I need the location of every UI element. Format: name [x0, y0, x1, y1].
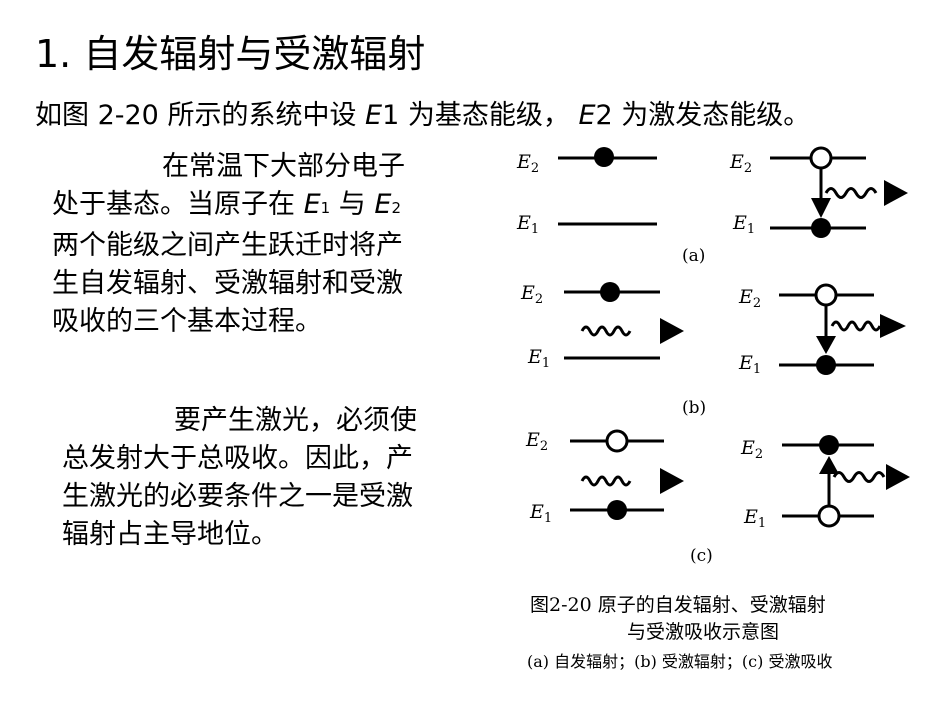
arrow-head-a-down [811, 198, 831, 218]
atom-filled-e1-a-right [811, 218, 831, 238]
photon-wave-a [824, 187, 878, 199]
photon-arrow-head-a [884, 180, 908, 206]
label-e2-c-right: E2 [740, 437, 763, 462]
para1-line2: 处于基态。当原子在 E1 与 E2 [52, 186, 472, 227]
label-e2-b-left: E2 [520, 282, 543, 307]
atom-filled-e1-b-right [816, 355, 836, 375]
atom-filled-e2-b-left [600, 282, 620, 302]
paragraph-laser-condition: 要产生激光，必须使 总发射大于总吸收。因此，产 生激光的必要条件之一是受激 辐射… [62, 402, 482, 554]
intro-e2-num: 2 [595, 100, 613, 131]
arrow-head-b-down [816, 336, 836, 354]
paragraph-processes: 在常温下大部分电子 处于基态。当原子在 E1 与 E2 两个能级之间产生跃迁时将… [52, 148, 472, 341]
atom-filled-e2-a-left [594, 147, 614, 167]
label-e2-c-left: E2 [525, 429, 548, 454]
para1-line1: 在常温下大部分电子 [162, 151, 405, 182]
atom-empty-e2-b-right [814, 283, 838, 307]
intro-sentence: 如图 2-20 所示的系统中设 E1 为基态能级， E2 为激发态能级。 [35, 98, 810, 134]
figure-caption-line3: (a) 自发辐射；(b) 受激辐射；(c) 受激吸收 [527, 652, 832, 671]
atom-empty-e1-c-right [817, 504, 841, 528]
photon-wave-c [832, 471, 886, 483]
panel-label-c: (c) [690, 546, 713, 566]
photon-arrow-head-c-incident [660, 468, 684, 494]
figure-caption-line2: 与受激吸收示意图 [627, 621, 779, 643]
para1-line5: 吸收的三个基本过程。 [52, 306, 322, 337]
para1-e2-sub: 2 [391, 199, 401, 217]
para1-line3: 两个能级之间产生跃迁时将产 [52, 230, 403, 261]
para1-line4: 生自发辐射、受激辐射和受激 [52, 268, 403, 299]
para1-e2-letter: E [374, 189, 392, 220]
para2-line3: 生激光的必要条件之一是受激 [62, 481, 413, 512]
emitted-photon-wave-b [830, 320, 882, 332]
label-e1-b-left: E1 [527, 346, 550, 371]
para1-e1-letter: E [303, 189, 321, 220]
para1-line2-pre: 处于基态。当原子在 [52, 189, 304, 220]
para1-e1-sub: 1 [320, 199, 331, 217]
intro-pre: 如图 2-20 所示的系统中设 [35, 100, 366, 131]
atom-empty-e2-c-left [605, 429, 629, 453]
intro-e1-letter: E [365, 100, 383, 131]
intro-post: 为激发态能级。 [612, 100, 811, 131]
intro-e2-letter: E [578, 100, 596, 131]
para2-line4: 辐射占主导地位。 [62, 519, 278, 550]
label-e1-b-right: E1 [738, 352, 761, 377]
label-e1-a-right: E1 [732, 212, 755, 237]
panel-label-a: (a) [682, 246, 705, 266]
label-e1-a-left: E1 [516, 212, 539, 237]
incident-photon-wave-b [580, 325, 632, 337]
para2-line1: 要产生激光，必须使 [174, 405, 417, 436]
intro-e1-num: 1 [382, 100, 400, 131]
para2-line2: 总发射大于总吸收。因此，产 [62, 443, 413, 474]
panel-label-b: (b) [682, 398, 706, 418]
arrow-head-c-up [819, 456, 839, 474]
figure-caption-line1: 图2-20 原子的自发辐射、受激辐射 [530, 594, 826, 616]
atom-filled-e2-c-right [819, 435, 839, 455]
label-e2-b-right: E2 [738, 286, 761, 311]
label-e2-a-right: E2 [729, 151, 752, 176]
atom-empty-e2-a-right [809, 146, 833, 170]
slide-title: 1. 自发辐射与受激辐射 [35, 32, 426, 76]
atom-filled-e1-c-left [607, 500, 627, 520]
absorbed-photon-wave-c [580, 475, 632, 487]
photon-arrow-head-c [886, 464, 910, 490]
intro-mid: 为基态能级， [399, 100, 579, 131]
label-e1-c-left: E1 [529, 501, 552, 526]
label-e2-a-left: E2 [516, 151, 539, 176]
photon-arrow-head-b-incident [660, 318, 684, 344]
para1-line2-mid: 与 [330, 189, 375, 220]
photon-arrow-head-b-emitted [880, 314, 906, 338]
label-e1-c-right: E1 [743, 506, 766, 531]
